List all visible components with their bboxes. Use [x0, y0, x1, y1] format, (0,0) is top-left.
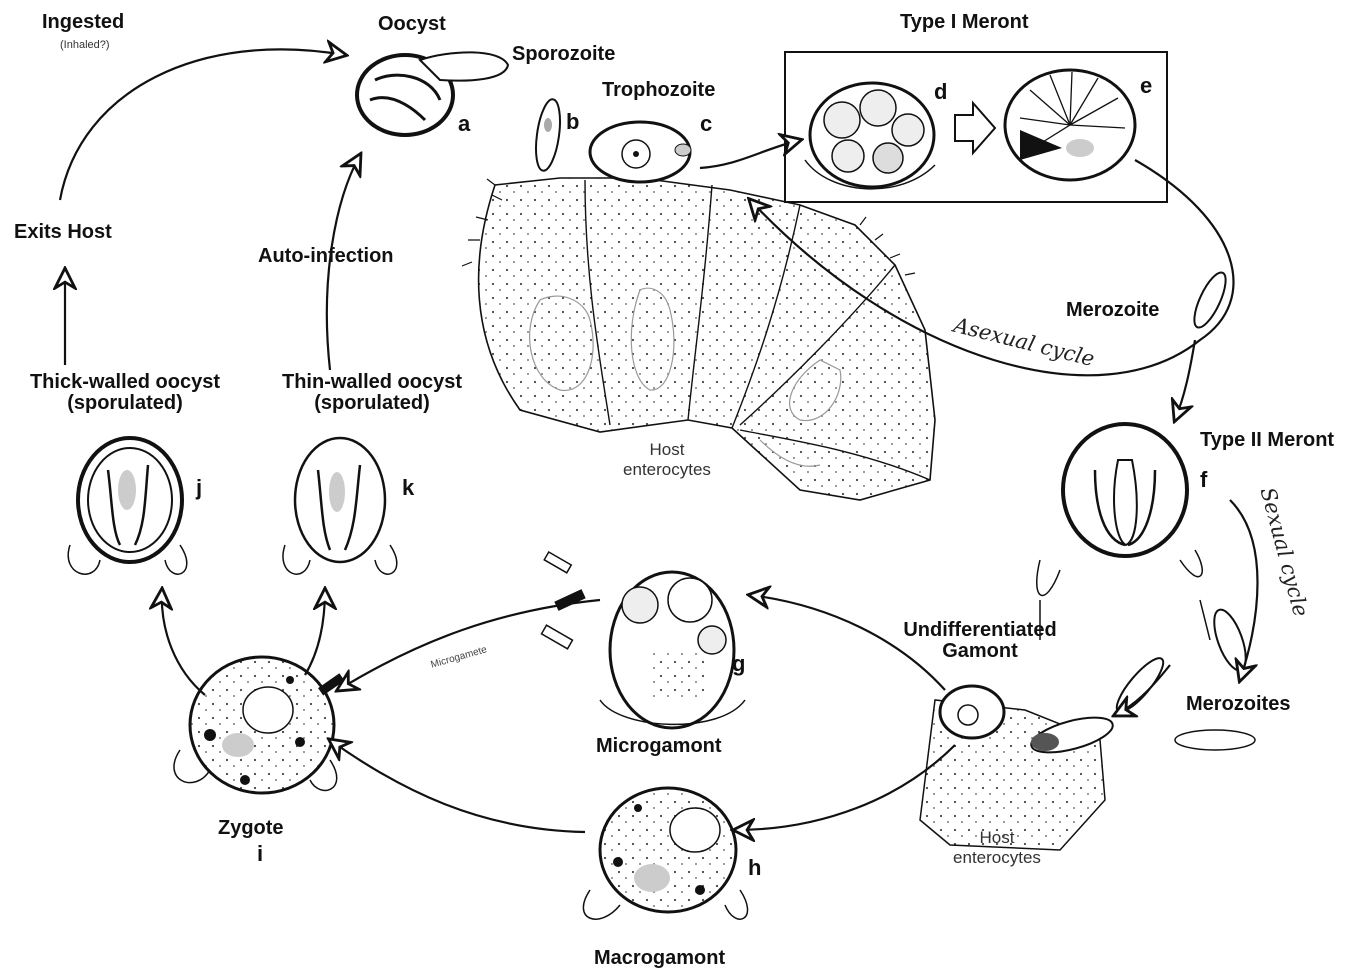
arrow-zygote-to-thin [305, 590, 325, 675]
label-host-top-line1: Host [612, 440, 722, 460]
oocyst-a [357, 52, 508, 135]
label-host-enterocytes-top: Host enterocytes [612, 440, 722, 479]
letter-j: j [196, 476, 202, 499]
label-zygote: Zygote [218, 818, 284, 839]
macrogamont-h [583, 788, 747, 919]
label-host-enterocytes-bottom: Host enterocytes [942, 828, 1052, 867]
label-auto-infection: Auto-infection [258, 246, 394, 267]
label-merozoite: Merozoite [1066, 300, 1159, 321]
label-thin-line2: (sporulated) [262, 393, 482, 414]
letter-e: e [1140, 74, 1152, 97]
letter-b: b [566, 110, 579, 133]
label-trophozoite: Trophozoite [602, 80, 715, 101]
label-undiff-line2: Gamont [880, 641, 1080, 662]
letter-f: f [1200, 468, 1207, 491]
letter-d: d [934, 80, 947, 103]
label-undiff-line1: Undifferentiated [880, 620, 1080, 641]
label-inhaled: (Inhaled?) [60, 40, 110, 52]
label-host-top-line2: enterocytes [612, 460, 722, 480]
arrow-zygote-to-thick [162, 590, 205, 695]
label-sporozoite: Sporozoite [512, 44, 615, 65]
label-thin-line1: Thin-walled oocyst [262, 372, 482, 393]
label-macrogamont: Macrogamont [594, 948, 725, 969]
type1-meront-box [785, 52, 1167, 202]
label-merozoites: Merozoites [1186, 694, 1290, 715]
letter-a: a [458, 112, 470, 135]
undifferentiated-gamont [920, 686, 1116, 850]
letter-c: c [700, 112, 712, 135]
zygote-i [174, 657, 345, 793]
thick-walled-oocyst-j [68, 438, 187, 574]
label-type2-meront: Type II Meront [1200, 430, 1334, 451]
label-thin-walled-oocyst: Thin-walled oocyst (sporulated) [262, 372, 482, 414]
microgamont-g [542, 552, 745, 728]
label-thick-line2: (sporulated) [10, 393, 240, 414]
label-oocyst: Oocyst [378, 14, 446, 35]
letter-h: h [748, 856, 761, 879]
letter-i: i [257, 842, 263, 865]
label-host-bottom-line1: Host [942, 828, 1052, 848]
thin-walled-oocyst-k [283, 438, 397, 574]
label-microgamont: Microgamont [596, 736, 722, 757]
label-thick-line1: Thick-walled oocyst [10, 372, 240, 393]
letter-k: k [402, 476, 414, 499]
type2-meront-f [1037, 424, 1210, 640]
label-thick-walled-oocyst: Thick-walled oocyst (sporulated) [10, 372, 240, 414]
trophozoite-cell [590, 122, 691, 182]
label-ingested: Ingested [42, 12, 124, 33]
label-undifferentiated-gamont: Undifferentiated Gamont [880, 620, 1080, 662]
label-host-bottom-line2: enterocytes [942, 848, 1052, 868]
sporozoite-b [532, 98, 564, 172]
arrow-merozoite-to-type2 [1175, 340, 1195, 420]
letter-g: g [732, 652, 745, 675]
arrow-ingested-to-oocyst [60, 49, 345, 200]
label-type1-meront: Type I Meront [900, 12, 1029, 33]
label-exits-host: Exits Host [14, 222, 112, 243]
arrow-macrogamont-to-zygote [330, 740, 585, 832]
